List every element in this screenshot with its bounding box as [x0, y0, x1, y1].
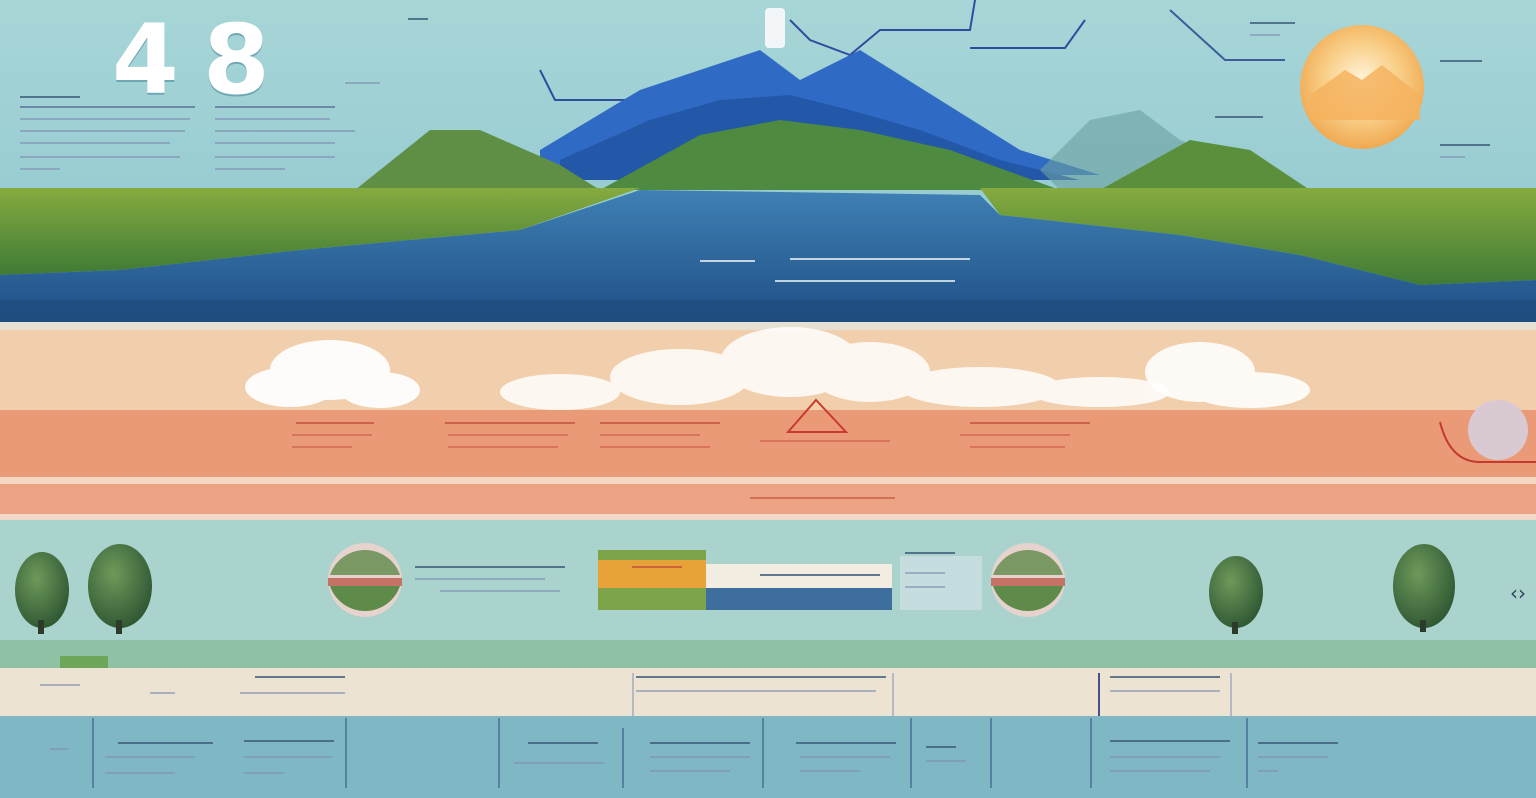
flight-path [970, 19, 1086, 49]
cloud-icon [245, 340, 420, 408]
globe-icon [328, 543, 402, 617]
hill-left [355, 130, 600, 190]
grass-right [980, 188, 1536, 285]
top-scene: 4 8 [0, 0, 1536, 322]
headline-digit-1: 4 [112, 4, 179, 116]
sun-mountain [1310, 65, 1420, 120]
tower-icon [765, 8, 785, 48]
flight-path [789, 0, 976, 57]
tree-icon [1393, 544, 1455, 632]
lake [0, 190, 1536, 322]
cloud-icon [500, 327, 1170, 410]
orange-band [0, 410, 1536, 480]
hill-center [600, 120, 1060, 190]
lower-scene: ‹› [0, 520, 1536, 640]
middle-scene [0, 322, 1536, 520]
hill-far-right [1100, 140, 1310, 190]
triangle-icon [785, 398, 849, 433]
globe-icon [991, 543, 1065, 617]
tree-icon [88, 544, 152, 634]
svg-text:‹›: ‹› [1510, 581, 1526, 605]
info-panel [1098, 673, 1232, 717]
tree-icon [1209, 556, 1263, 634]
cloud-icon [1145, 342, 1310, 408]
shoreline [0, 300, 1536, 322]
globe-icon [1468, 400, 1528, 460]
grass-left [0, 188, 640, 275]
trees-illustration: ‹› [15, 543, 1526, 634]
headline-digit-2: 8 [203, 4, 270, 116]
info-panel [632, 673, 894, 717]
flight-path [539, 69, 630, 101]
landscape-illustration [0, 0, 1536, 322]
clouds-illustration [0, 322, 1536, 520]
green-strip [0, 640, 1536, 670]
flight-path [1169, 9, 1285, 61]
tree-icon [15, 552, 69, 634]
